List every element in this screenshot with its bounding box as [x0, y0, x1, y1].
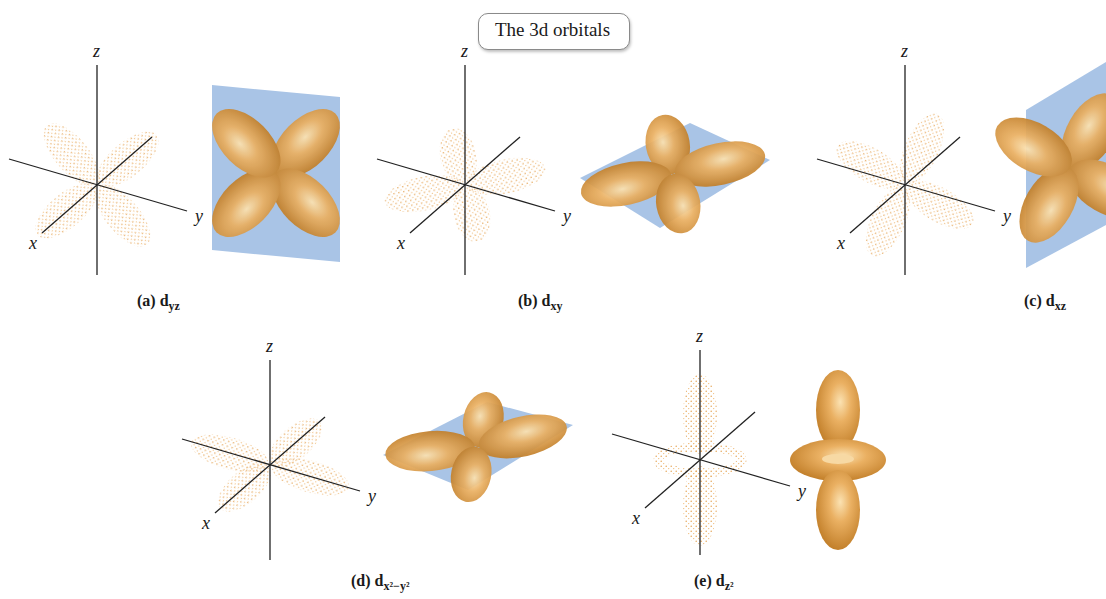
axis-label: x — [29, 234, 37, 252]
axis-label: z — [461, 42, 468, 60]
axis-label: y — [563, 207, 571, 225]
panel-caption: (d) dx²−y² — [351, 571, 410, 590]
panel-caption: (e) dz² — [694, 571, 734, 590]
axis-label: z — [901, 42, 908, 60]
title-box: The 3d orbitals — [478, 13, 630, 50]
figure-title: The 3d orbitals — [495, 19, 610, 42]
dz2-cloud — [612, 350, 790, 555]
axis-label: z — [93, 42, 100, 60]
axis-label: x — [397, 234, 405, 252]
axis-label: y — [798, 482, 806, 500]
axis-label: x — [837, 234, 845, 252]
dxz-cloud — [817, 65, 995, 275]
panel-caption: (c) dxz — [1024, 291, 1066, 310]
dxz-surface — [985, 62, 1106, 268]
axis-label: z — [696, 327, 703, 345]
axis-label: x — [632, 509, 640, 527]
dyz-cloud — [9, 65, 187, 275]
axis-label: y — [368, 487, 376, 505]
panel-caption: (a) dyz — [137, 291, 180, 310]
dx2y2-surface — [383, 388, 573, 506]
panel-caption: (b) dxy — [518, 291, 562, 310]
dx2y2-cloud — [182, 360, 360, 560]
axis-label: z — [266, 337, 273, 355]
dyz-surface — [200, 85, 353, 262]
axis-label: y — [195, 207, 203, 225]
dxy-cloud — [377, 65, 555, 275]
axis-label: y — [1003, 207, 1011, 225]
dz2-surface — [790, 370, 886, 550]
axis-label: x — [202, 514, 210, 532]
dxy-surface — [577, 111, 770, 237]
